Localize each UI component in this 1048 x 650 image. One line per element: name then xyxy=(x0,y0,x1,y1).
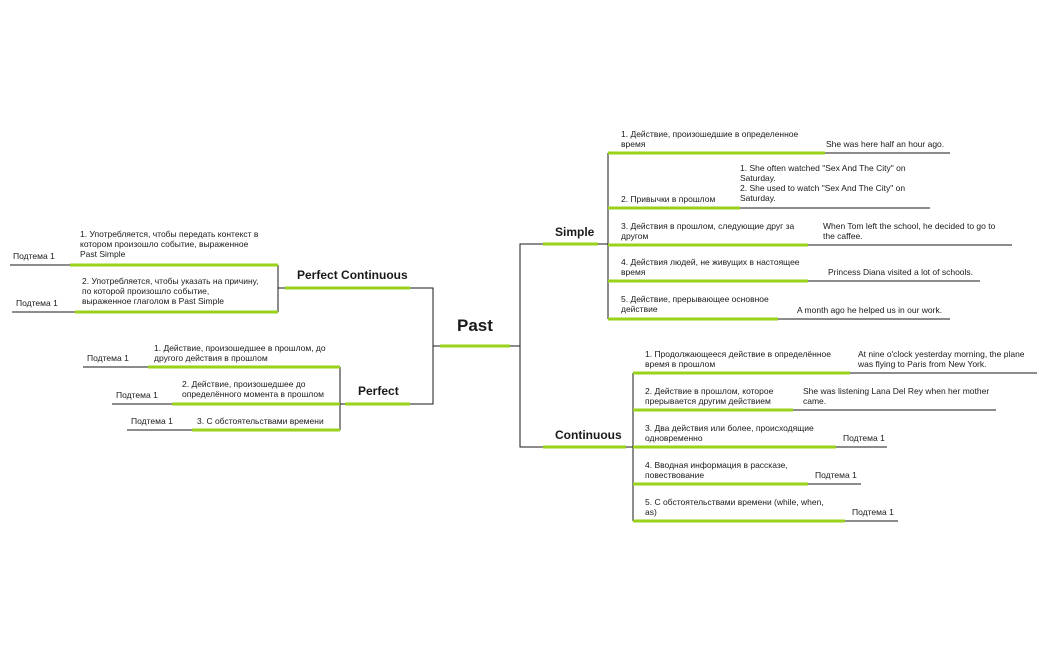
perfect-item-1[interactable]: 1. Действие, произошедшее в прошлом, до … xyxy=(154,343,326,363)
simple-example-4[interactable]: Princess Diana visited a lot of schools. xyxy=(828,267,974,277)
perfect-item-3[interactable]: 3. С обстоятельствами времени xyxy=(197,416,324,426)
simple-item-5[interactable]: 5. Действие, прерывающее основное действ… xyxy=(621,294,769,314)
simple-item-2[interactable]: 2. Привычки в прошлом xyxy=(621,194,716,204)
simple-example-1[interactable]: She was here half an hour ago. xyxy=(826,139,945,149)
continuous-item-1[interactable]: 1. Продолжающееся действие в определённо… xyxy=(645,349,831,369)
connector-perfect xyxy=(410,346,434,405)
continuous-item-5[interactable]: 5. С обстоятельствами времени (while, wh… xyxy=(645,497,824,517)
perfect-item-2[interactable]: 2. Действие, произошедшее до определённо… xyxy=(182,379,324,399)
continuous-item-2[interactable]: 2. Действие в прошлом, которое прерывает… xyxy=(645,386,774,406)
simple-example-2[interactable]: 1. She often watched "Sex And The City" … xyxy=(740,163,906,203)
branch-perfect-continuous[interactable]: Perfect Continuous xyxy=(297,268,408,282)
connector-continuous xyxy=(519,346,543,448)
branch-perfect[interactable]: Perfect xyxy=(358,384,399,398)
continuous-example-2[interactable]: She was listening Lana Del Rey when her … xyxy=(803,386,990,406)
continuous-subtopic-3[interactable]: Подтема 1 xyxy=(843,433,885,443)
perfect-continuous-item-1[interactable]: 1. Употребляется, чтобы передать контекс… xyxy=(80,229,259,259)
continuous-item-4[interactable]: 4. Вводная информация в рассказе, повест… xyxy=(645,460,788,480)
perfect-continuous-item-2[interactable]: 2. Употребляется, чтобы указать на причи… xyxy=(82,276,259,306)
simple-item-3[interactable]: 3. Действия в прошлом, следующие друг за… xyxy=(621,221,795,241)
perfect-subtopic-3[interactable]: Подтема 1 xyxy=(131,416,173,426)
continuous-subtopic-4[interactable]: Подтема 1 xyxy=(815,470,857,480)
simple-item-1[interactable]: 1. Действие, произошедшие в определенное… xyxy=(621,129,799,149)
continuous-subtopic-5[interactable]: Подтема 1 xyxy=(852,507,894,517)
connector-perfect-continuous xyxy=(410,287,434,346)
continuous-item-3[interactable]: 3. Два действия или более, происходящие … xyxy=(645,423,814,443)
branch-continuous[interactable]: Continuous xyxy=(555,428,622,442)
perfect-continuous-subtopic-1[interactable]: Подтема 1 xyxy=(13,251,55,261)
connector-simple xyxy=(519,243,543,346)
perfect-subtopic-1[interactable]: Подтема 1 xyxy=(87,353,129,363)
continuous-example-1[interactable]: At nine o'clock yesterday morning, the p… xyxy=(858,349,1025,369)
simple-example-3[interactable]: When Tom left the school, he decided to … xyxy=(823,221,996,241)
perfect-continuous-subtopic-2[interactable]: Подтема 1 xyxy=(16,298,58,308)
branch-simple[interactable]: Simple xyxy=(555,225,595,239)
perfect-subtopic-2[interactable]: Подтема 1 xyxy=(116,390,158,400)
root-topic[interactable]: Past xyxy=(457,316,493,335)
simple-example-5[interactable]: A month ago he helped us in our work. xyxy=(797,305,943,315)
simple-item-4[interactable]: 4. Действия людей, не живущих в настояще… xyxy=(621,257,800,277)
